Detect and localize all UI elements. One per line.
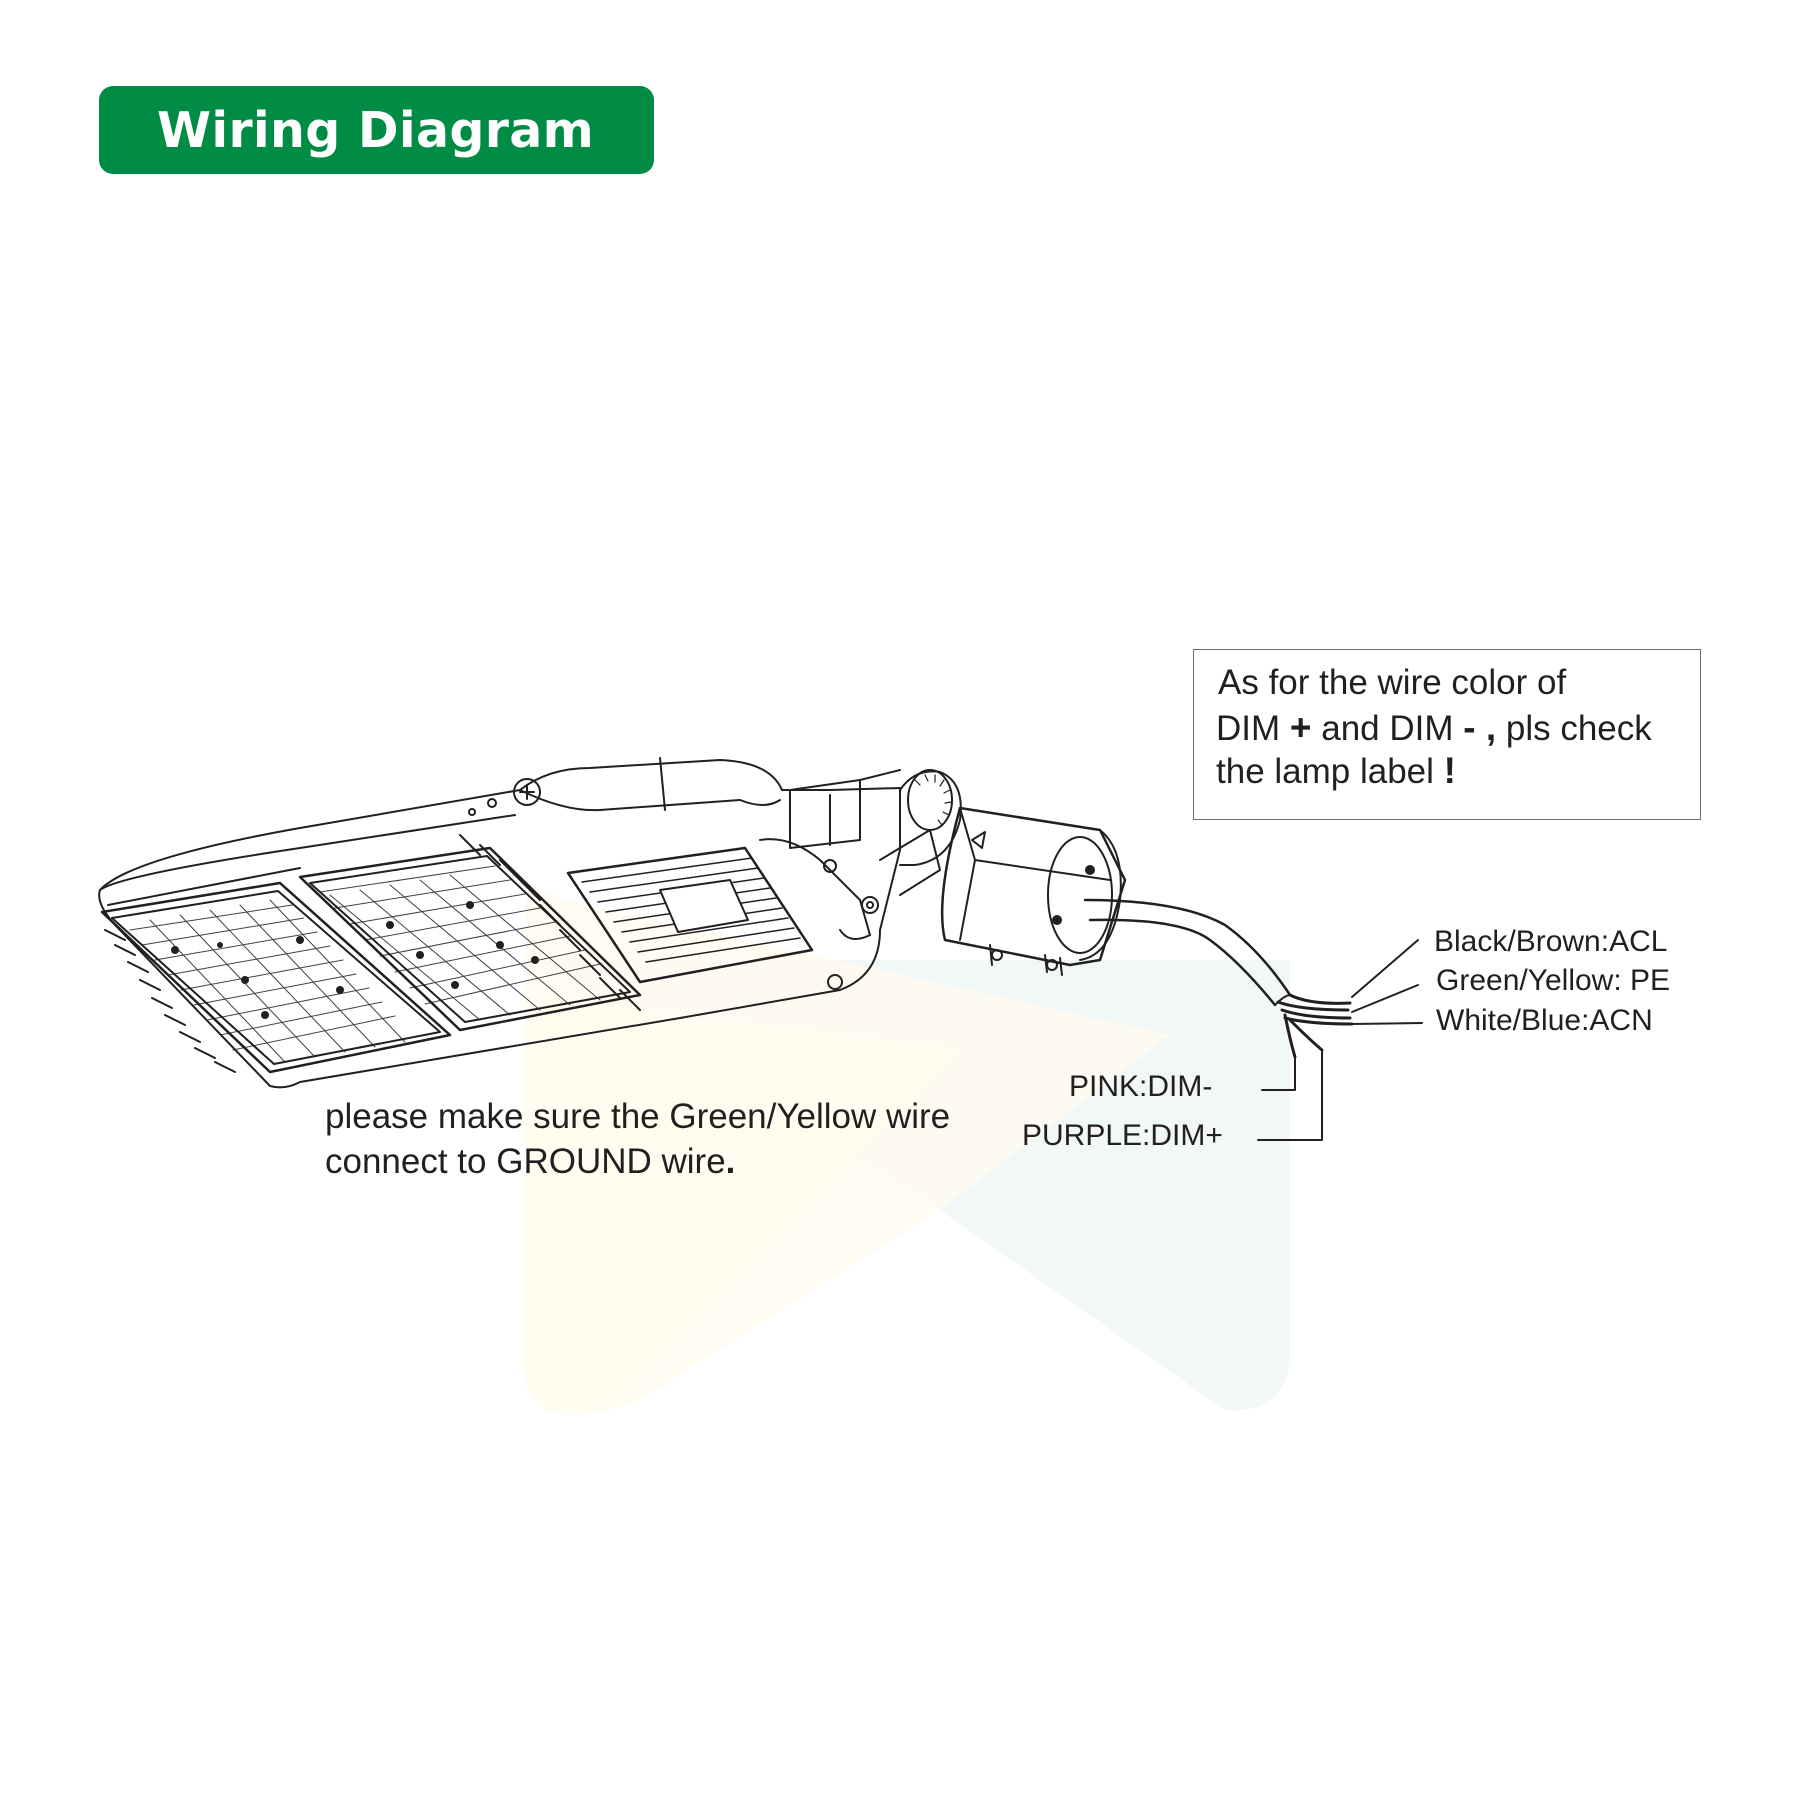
note-and-dim-text: and DIM xyxy=(1321,709,1454,748)
page-title: Wiring Diagram xyxy=(157,101,594,159)
ground-note-line-1: please make sure the Green/Yellow wire xyxy=(325,1097,951,1136)
wire-label-pe: Green/Yellow: PE xyxy=(1436,964,1671,997)
note-plus-sign: + xyxy=(1289,707,1312,748)
ground-note-text: connect to GROUND wire xyxy=(325,1142,726,1181)
note-exclamation: ! xyxy=(1443,750,1456,791)
note-line-3: the lamp label ! xyxy=(1216,752,1456,789)
wire-label-dim-minus: PINK:DIM- xyxy=(1069,1070,1213,1103)
note-minus-sign: - , xyxy=(1463,707,1497,748)
title-badge: Wiring Diagram xyxy=(99,86,654,174)
wire-label-acl: Black/Brown:ACL xyxy=(1434,925,1668,958)
wire-label-dim-plus: PURPLE:DIM+ xyxy=(1022,1119,1223,1152)
note-dim-text: DIM xyxy=(1216,709,1281,748)
note-line-1: As for the wire color of xyxy=(1218,663,1567,702)
wire-label-acn: White/Blue:ACN xyxy=(1436,1004,1653,1037)
ground-note-line-2: connect to GROUND wire. xyxy=(325,1144,735,1179)
wire-color-note-box xyxy=(1193,649,1701,820)
ground-note-period: . xyxy=(725,1142,736,1181)
note-lamp-label-text: the lamp label xyxy=(1216,752,1434,791)
note-line-2: DIM + and DIM - , pls check xyxy=(1216,709,1652,746)
note-pls-check-text: pls check xyxy=(1505,709,1652,748)
